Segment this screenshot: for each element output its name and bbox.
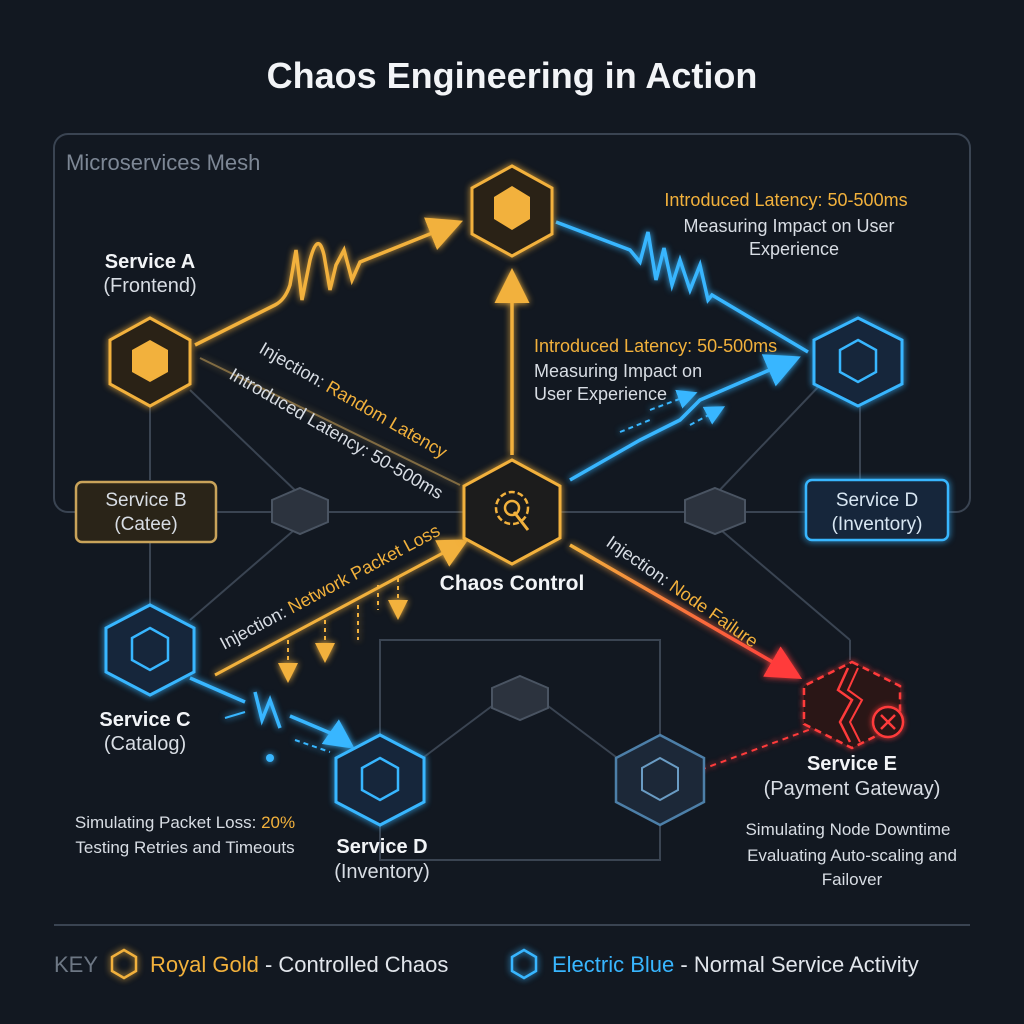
mid-impact-line1: Measuring Impact on bbox=[534, 361, 702, 381]
legend-gold: Royal Gold - Controlled Chaos bbox=[150, 952, 448, 977]
diagram-title: Chaos Engineering in Action bbox=[267, 55, 758, 96]
service-a-name: Service A bbox=[105, 251, 195, 273]
legend-gold-name: Royal Gold bbox=[150, 952, 259, 977]
service-e-name: Service E bbox=[807, 753, 897, 775]
top-right-latency-label: Introduced Latency: 50-500ms bbox=[664, 190, 907, 210]
service-d-top-role: (Inventory) bbox=[832, 514, 923, 535]
service-b-node[interactable] bbox=[74, 480, 218, 544]
packet-loss-label: Simulating Packet Loss: 20% bbox=[75, 813, 295, 832]
legend-gold-desc: - Controlled Chaos bbox=[259, 952, 449, 977]
mid-latency-label: Introduced Latency: 50-500ms bbox=[534, 336, 777, 356]
injection-node-value: Node Failure bbox=[666, 576, 762, 651]
control-to-service-d-burst bbox=[569, 354, 801, 482]
mid-impact-line2: User Experience bbox=[534, 384, 667, 404]
mesh-node-left[interactable] bbox=[271, 486, 329, 536]
failure-x-icon bbox=[871, 705, 905, 739]
service-c-to-control bbox=[214, 539, 469, 677]
injection-packet-value: Network Packet Loss bbox=[285, 520, 444, 617]
packet-loss-sub: Testing Retries and Timeouts bbox=[75, 838, 294, 857]
service-a-node[interactable] bbox=[108, 316, 192, 408]
mesh-node-center[interactable] bbox=[491, 674, 549, 722]
downtime-line1: Simulating Node Downtime bbox=[745, 820, 950, 839]
legend-blue: Electric Blue - Normal Service Activity bbox=[552, 952, 919, 977]
service-d-top-name: Service D bbox=[836, 490, 918, 511]
top-right-impact-line1: Measuring Impact on User bbox=[683, 216, 894, 236]
latency-wave-path bbox=[194, 217, 463, 347]
service-a-role: (Frontend) bbox=[103, 275, 196, 297]
top-node-to-service-d bbox=[555, 220, 809, 354]
packet-loss-prefix: Simulating Packet Loss: bbox=[75, 813, 261, 832]
service-a-to-control bbox=[199, 357, 461, 486]
injection-node-label: Injection: Node Failure bbox=[603, 532, 762, 652]
failure-link bbox=[699, 721, 831, 771]
control-to-service-e bbox=[569, 543, 803, 679]
service-d-top-node[interactable] bbox=[812, 316, 904, 408]
injection-packet-prefix: Injection: bbox=[216, 600, 293, 654]
chaos-control-name: Chaos Control bbox=[440, 572, 585, 595]
service-c-role: (Catalog) bbox=[104, 733, 186, 755]
service-b-role: (Catee) bbox=[114, 514, 177, 535]
service-d-box[interactable] bbox=[804, 478, 950, 542]
blue-hexagon-icon bbox=[510, 948, 538, 980]
downtime-line3: Failover bbox=[822, 870, 883, 889]
injection-node-prefix: Injection: bbox=[603, 532, 678, 593]
service-b-name: Service B bbox=[105, 490, 186, 511]
packet-drop-arrows bbox=[278, 578, 408, 683]
mesh-node-right[interactable] bbox=[684, 486, 746, 536]
legend-blue-desc: - Normal Service Activity bbox=[674, 952, 919, 977]
downtime-line2: Evaluating Auto-scaling and bbox=[747, 846, 957, 865]
service-c-node[interactable] bbox=[104, 603, 196, 697]
gold-hexagon-icon bbox=[110, 948, 138, 980]
injection-packet-label: Injection: Network Packet Loss bbox=[216, 520, 443, 653]
service-c-to-service-d-broken bbox=[189, 676, 336, 737]
service-d-bottom-node[interactable] bbox=[334, 733, 426, 827]
legend-blue-name: Electric Blue bbox=[552, 952, 674, 977]
mesh-node-bottom-right[interactable] bbox=[614, 733, 706, 827]
mesh-label: Microservices Mesh bbox=[66, 150, 260, 175]
legend-key-label: KEY bbox=[54, 952, 98, 977]
service-d-bottom-role: (Inventory) bbox=[334, 861, 430, 883]
chaos-control-node[interactable] bbox=[462, 458, 562, 566]
packet-loss-value: 20% bbox=[261, 813, 295, 832]
service-d-bottom-name: Service D bbox=[336, 836, 427, 858]
top-right-impact-line2: Experience bbox=[749, 239, 839, 259]
normal-traffic-paths bbox=[189, 220, 809, 762]
chaos-injection-paths bbox=[194, 217, 803, 679]
service-c-name: Service C bbox=[99, 709, 190, 731]
top-gold-node[interactable] bbox=[470, 164, 554, 258]
service-e-role: (Payment Gateway) bbox=[764, 778, 941, 800]
